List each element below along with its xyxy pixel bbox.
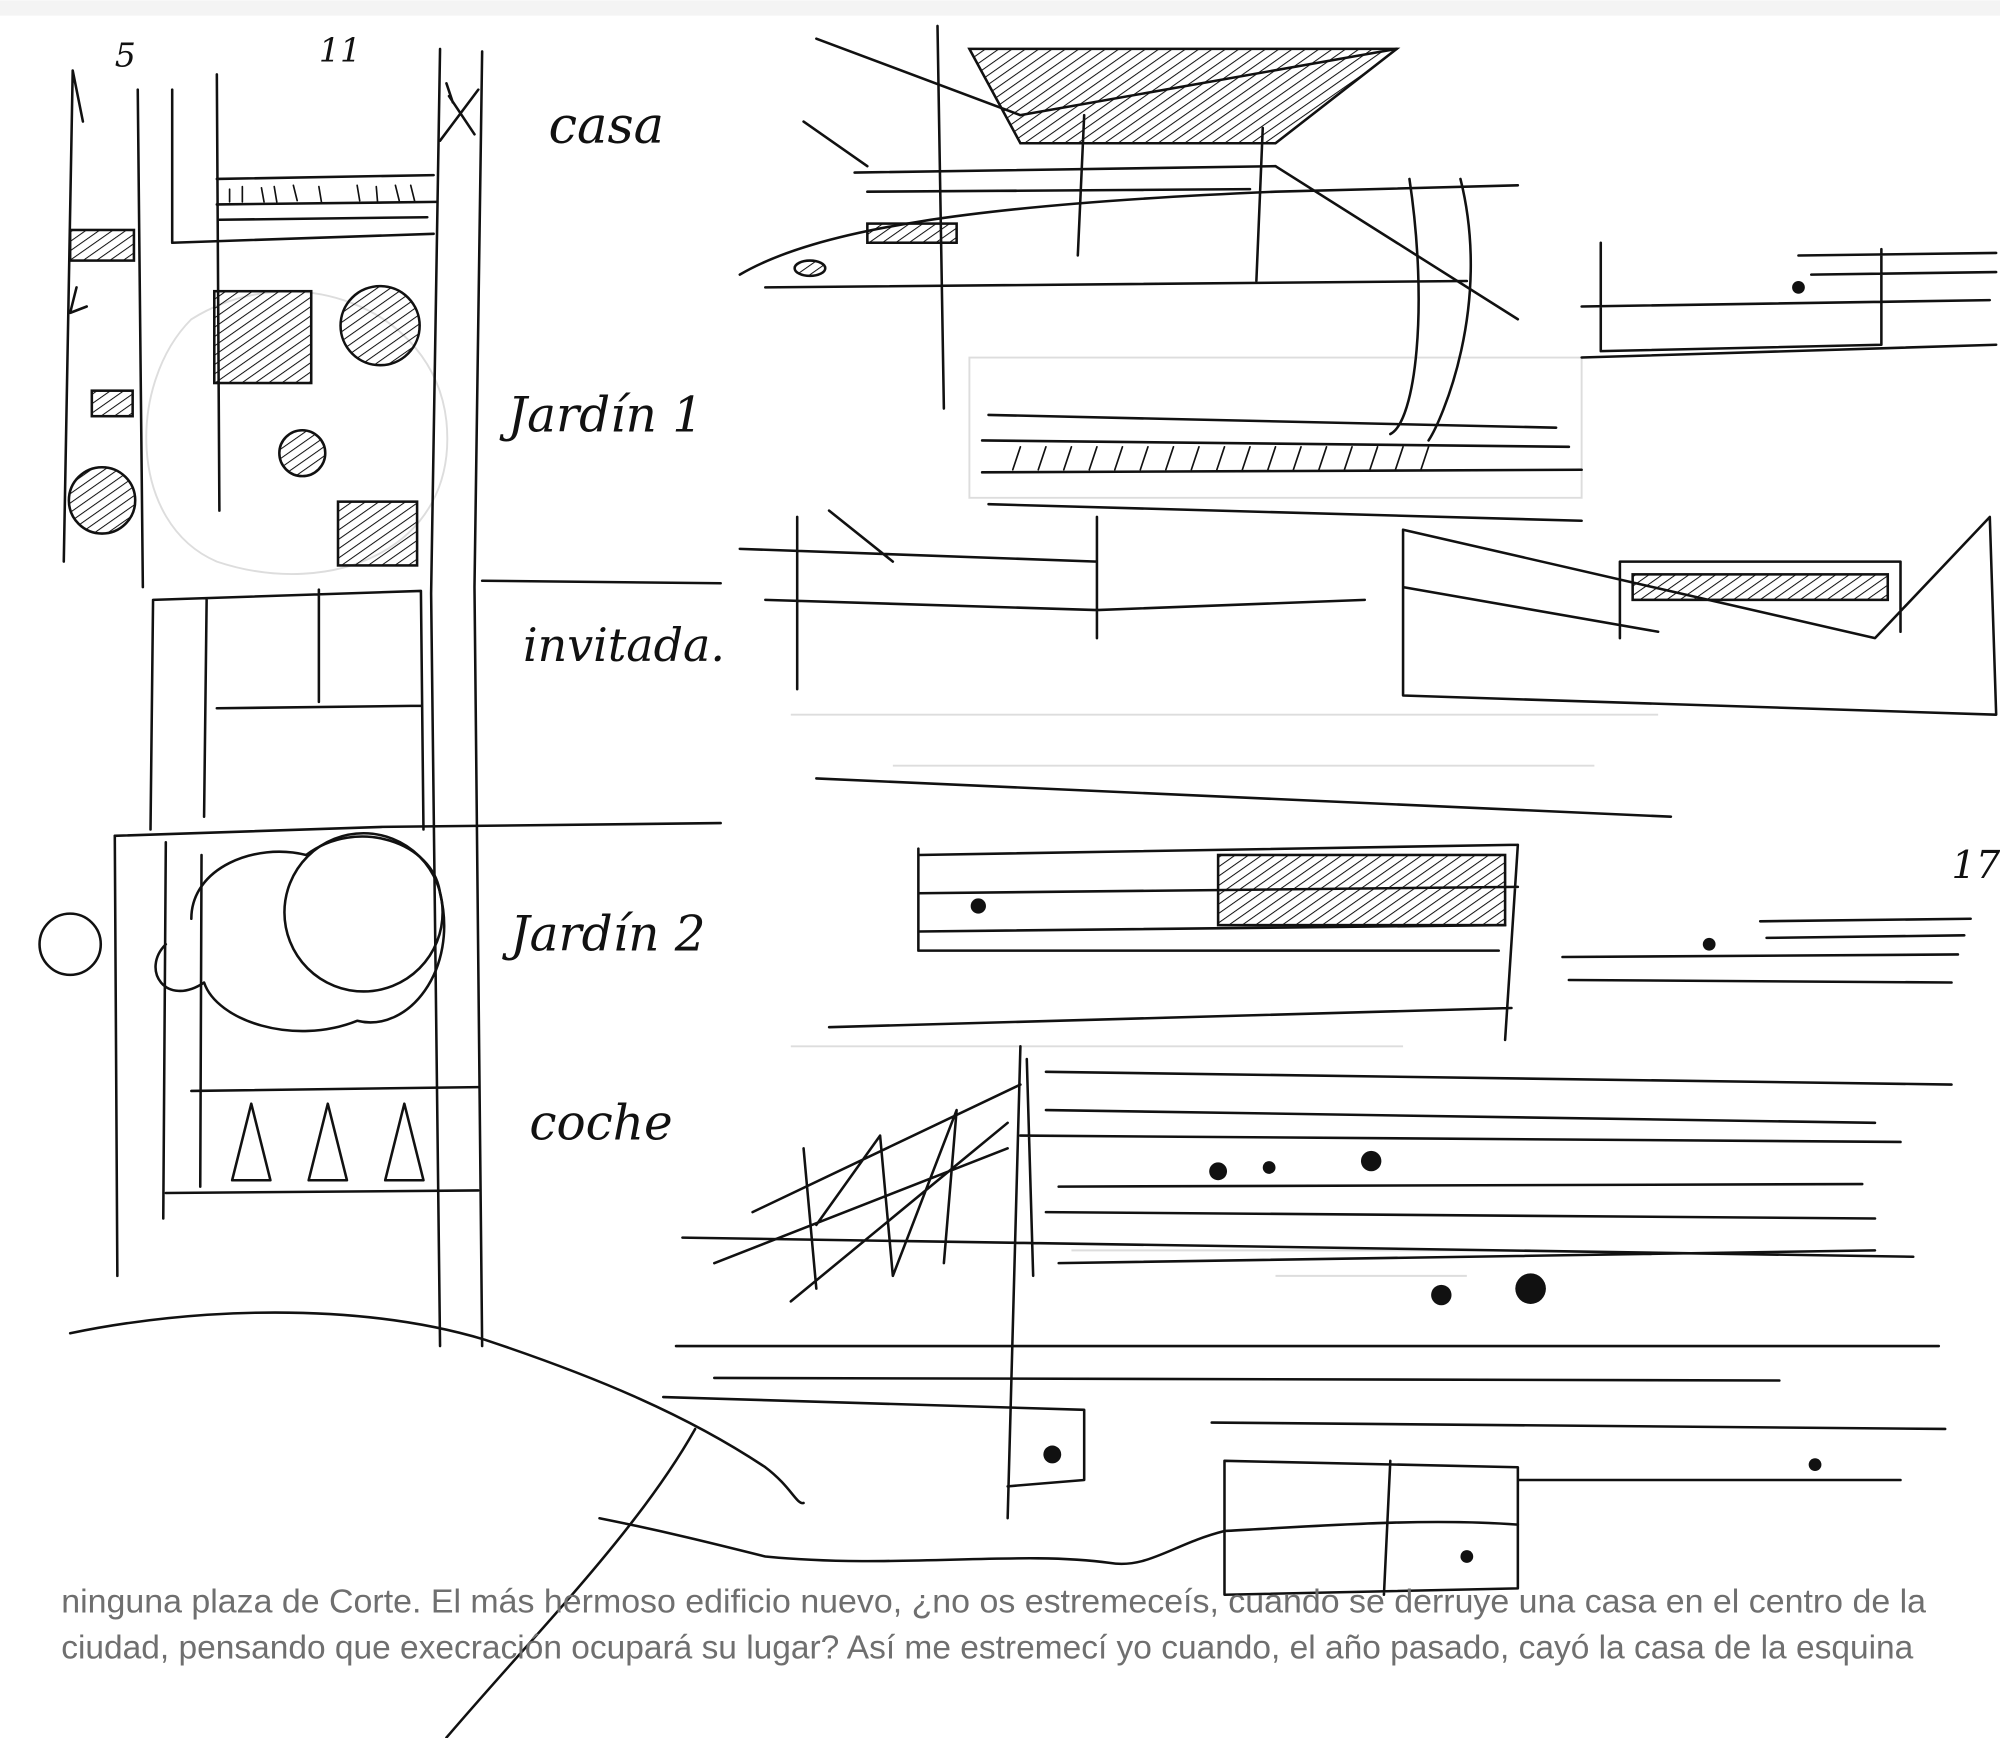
label-jardin-2: Jardín 2	[501, 907, 705, 963]
section-sketches	[445, 24, 1998, 1738]
label-coche: coche	[529, 1095, 672, 1151]
label-casa: casa	[548, 97, 664, 156]
label-jardin-1: Jardín 1	[499, 387, 703, 443]
site-plan-sketch	[38, 47, 805, 1505]
human-figures	[970, 280, 1822, 1563]
caption-line-2: ciudad, pensando que execración ocupará …	[61, 1630, 1914, 1667]
page-number-17: 17	[1952, 843, 2000, 888]
number-5: 5	[115, 36, 136, 75]
number-11: 11	[319, 31, 361, 70]
label-invitados: invitada.	[523, 618, 725, 672]
caption-line-1: ninguna plaza de Corte. El más hermoso e…	[61, 1584, 1926, 1621]
pencil-traces	[145, 290, 1659, 1277]
